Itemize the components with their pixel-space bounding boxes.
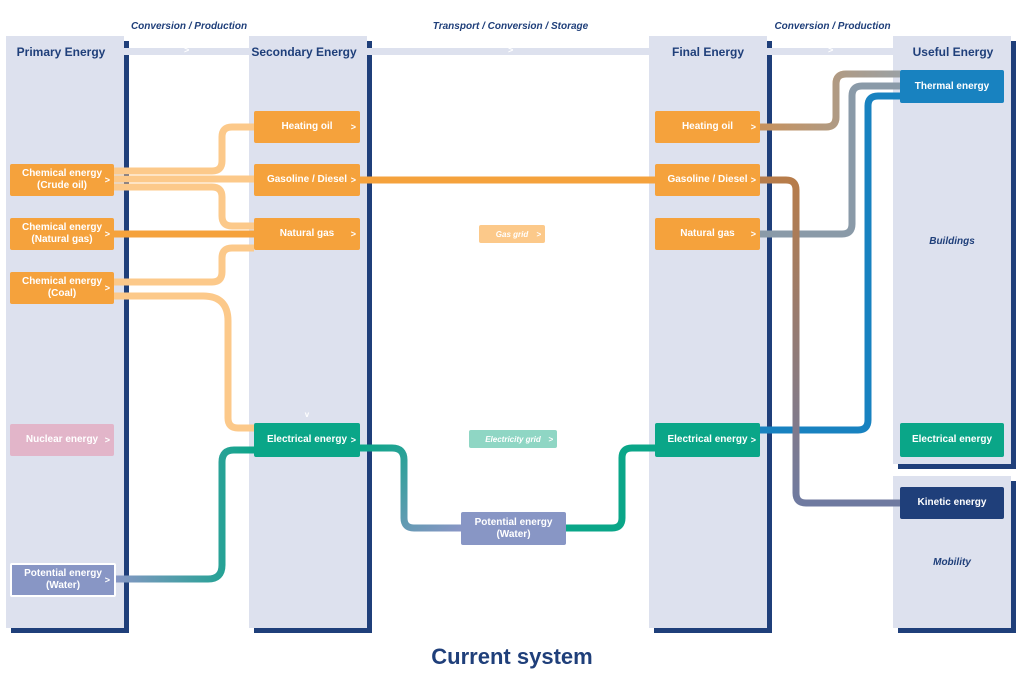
node-heating-oil-final[interactable]: Heating oil >: [655, 111, 760, 143]
chevron-right-icon: >: [548, 434, 553, 444]
node-label: Natural gas: [680, 228, 735, 239]
node-label: Potential energy (Water): [24, 568, 102, 591]
node-label: Nuclear energy: [25, 434, 99, 445]
flow-lines: [114, 70, 900, 583]
node-label: Chemical energy (Coal): [21, 276, 103, 299]
chevron-right-icon: >: [350, 229, 356, 239]
node-label: Chemical energy (Crude oil): [21, 168, 103, 191]
flow-electrical-thermal: [760, 92, 900, 434]
node-natural-gas-secondary[interactable]: Natural gas >: [254, 218, 360, 250]
flow-crude-natgas: [114, 183, 254, 230]
flow-water-electrical: [114, 446, 254, 583]
node-electrical-secondary[interactable]: Electrical energy >: [254, 423, 360, 457]
node-label: Kinetic energy: [917, 497, 987, 508]
electricity-grid-text: Electricity grid: [485, 434, 541, 444]
flow-gasoline-kinetic: [760, 176, 900, 507]
flow-heatingoil-thermal: [760, 70, 900, 131]
mobility-label: Mobility: [933, 557, 971, 568]
node-label: Potential energy (Water): [474, 516, 553, 540]
chevron-right-icon: >: [350, 122, 356, 132]
chevron-right-icon: >: [750, 175, 756, 185]
primary-panel: [6, 36, 124, 628]
chevron-right-icon: >: [350, 175, 356, 185]
node-natural-gas-final[interactable]: Natural gas >: [655, 218, 760, 250]
flow-natgas-thermal: [760, 82, 900, 238]
node-label: Heating oil: [681, 121, 734, 132]
node-potential-water-primary[interactable]: Potential energy (Water) >: [10, 563, 116, 597]
diagram-footer-title: Current system: [431, 644, 593, 669]
node-label: Chemical energy (Natural gas): [21, 222, 103, 245]
node-gasoline-final[interactable]: Gasoline / Diesel >: [655, 164, 760, 196]
flow-coal-natgas: [114, 244, 254, 286]
gas-grid-label[interactable]: Gas grid >: [479, 225, 545, 243]
chevron-right-icon: >: [350, 435, 356, 445]
node-label: Electrical energy: [667, 434, 748, 445]
phase-label-3: Conversion / Production: [774, 21, 891, 32]
phase-label-2: Transport / Conversion / Storage: [432, 21, 589, 32]
primary-energy-title: Primary Energy: [16, 45, 106, 59]
secondary-energy-title: Secondary Energy: [251, 45, 357, 59]
buildings-panel: [893, 36, 1011, 464]
node-label: Gasoline / Diesel: [667, 174, 748, 185]
electricity-grid-label[interactable]: Electricity grid >: [469, 430, 557, 448]
node-label: Heating oil: [281, 121, 333, 132]
chevron-right-icon: >: [104, 575, 110, 585]
chevron-right-icon: >: [104, 229, 110, 239]
phase-label-1: Conversion / Production: [130, 21, 248, 32]
node-nuclear[interactable]: Nuclear energy >: [10, 424, 114, 456]
header-chevron-icon: >: [184, 45, 190, 55]
node-label: Gasoline / Diesel: [266, 174, 348, 185]
node-label: Natural gas: [279, 228, 335, 239]
node-potential-water-storage[interactable]: Potential energy (Water): [461, 512, 566, 545]
node-label: Electrical energy: [911, 434, 993, 445]
chevron-right-icon: >: [750, 229, 756, 239]
node-electrical-useful[interactable]: Electrical energy: [900, 423, 1004, 457]
header-arrows: [124, 48, 893, 55]
node-kinetic-energy[interactable]: Kinetic energy: [900, 487, 1004, 519]
node-natural-gas-primary[interactable]: Chemical energy (Natural gas) >: [10, 218, 114, 250]
node-label: Electrical energy: [266, 434, 348, 445]
chevron-right-icon: >: [750, 122, 756, 132]
flow-crude-heatingoil: [114, 123, 254, 175]
node-crude-oil[interactable]: Chemical energy (Crude oil) >: [10, 164, 114, 196]
flow-coal-electrical: [114, 292, 254, 432]
chevron-right-icon: >: [750, 435, 756, 445]
gas-grid-text: Gas grid: [495, 229, 529, 239]
flow-storage-final: [566, 444, 655, 532]
useful-energy-title: Useful Energy: [912, 45, 994, 59]
node-thermal-energy[interactable]: Thermal energy: [900, 70, 1004, 103]
flow-electrical-storage: [360, 444, 461, 532]
header-chevron-icon: >: [828, 45, 834, 55]
node-coal[interactable]: Chemical energy (Coal) >: [10, 272, 114, 304]
node-gasoline-secondary[interactable]: Gasoline / Diesel >: [254, 164, 360, 196]
final-energy-title: Final Energy: [671, 45, 745, 59]
chevron-right-icon: >: [104, 435, 110, 445]
chevron-right-icon: >: [536, 229, 541, 239]
chevron-down-icon: v: [304, 410, 310, 419]
buildings-label: Buildings: [929, 236, 975, 247]
chevron-right-icon: >: [104, 175, 110, 185]
header-chevron-icon: >: [508, 45, 514, 55]
node-heating-oil-secondary[interactable]: Heating oil >: [254, 111, 360, 143]
chevron-right-icon: >: [104, 283, 110, 293]
node-electrical-final[interactable]: Electrical energy >: [655, 423, 760, 457]
node-label: Thermal energy: [914, 80, 990, 92]
